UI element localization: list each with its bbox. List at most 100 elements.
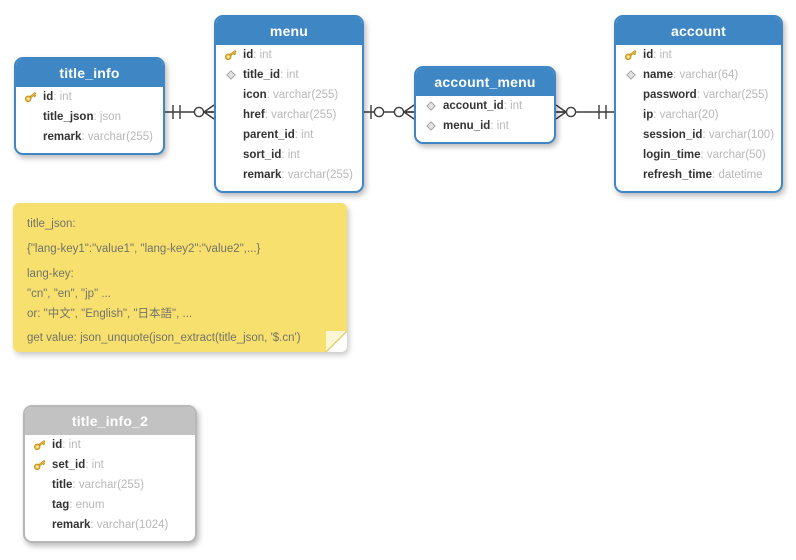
table-title-title_info[interactable]: title_info: [16, 59, 163, 87]
table-account[interactable]: accountidintnamevarchar(64)passwordvarch…: [614, 15, 783, 193]
relationship-title_info-menu[interactable]: [165, 104, 215, 120]
sticky-note[interactable]: title_json: {"lang-key1":"value1", "lang-…: [13, 203, 347, 352]
field-name: remark: [52, 519, 91, 531]
field-row-remark[interactable]: remarkvarchar(1024): [25, 515, 195, 535]
field-row-id[interactable]: idint: [25, 435, 195, 455]
table-field-list: idinttitle_idinticonvarchar(255)hrefvarc…: [216, 45, 362, 191]
field-type: int: [504, 100, 522, 112]
field-row-menu_id[interactable]: menu_idint: [416, 116, 554, 136]
index-icon-cell: [222, 70, 239, 80]
note-line: title_json:: [27, 218, 76, 230]
field-row-name[interactable]: namevarchar(64): [616, 65, 781, 85]
field-type: datetime: [712, 169, 762, 181]
index-icon-cell: [422, 121, 439, 131]
index-icon: [425, 101, 436, 111]
field-type: varchar(255): [267, 89, 338, 101]
index-icon-cell: [422, 101, 439, 111]
note-folded-corner-icon: [326, 331, 347, 352]
primary-key-icon: [625, 50, 637, 60]
primary-key-icon-cell: [31, 458, 48, 472]
field-row-refresh_time[interactable]: refresh_timedatetime: [616, 165, 781, 185]
field-row-sort_id[interactable]: sort_idint: [216, 145, 362, 165]
index-icon: [225, 70, 236, 80]
field-row-title_id[interactable]: title_idint: [216, 65, 362, 85]
table-title-account[interactable]: account: [616, 17, 781, 45]
field-row-href[interactable]: hrefvarchar(255): [216, 105, 362, 125]
field-type: int: [53, 91, 72, 103]
primary-key-icon-cell: [622, 48, 639, 62]
field-name: menu_id: [443, 120, 491, 132]
table-title-account_menu[interactable]: account_menu: [416, 68, 554, 96]
field-name: name: [643, 69, 674, 81]
index-icon: [625, 70, 636, 80]
field-name: id: [243, 49, 254, 61]
field-row-id[interactable]: idint: [216, 45, 362, 65]
table-menu[interactable]: menuidinttitle_idinticonvarchar(255)href…: [214, 15, 364, 193]
index-icon: [425, 121, 436, 131]
note-line: {"lang-key1":"value1", "lang-key2":"valu…: [27, 243, 261, 255]
field-row-title_json[interactable]: title_jsonjson: [16, 107, 163, 127]
field-type: varchar(255): [72, 479, 144, 491]
primary-key-icon: [225, 50, 237, 60]
field-name: id: [43, 91, 54, 103]
field-type: int: [280, 69, 298, 81]
note-line: lang-key:: [27, 268, 74, 280]
field-type: varchar(255): [697, 89, 768, 101]
field-row-remark[interactable]: remarkvarchar(255): [16, 127, 163, 147]
table-title-text: account_menu: [434, 74, 536, 90]
field-row-tag[interactable]: tagenum: [25, 495, 195, 515]
table-title_info_2[interactable]: title_info_2idintset_idinttitlevarchar(2…: [23, 405, 197, 543]
field-type: int: [62, 439, 81, 451]
field-type: varchar(50): [701, 149, 766, 161]
field-type: varchar(64): [673, 69, 738, 81]
field-row-set_id[interactable]: set_idint: [25, 455, 195, 475]
primary-key-icon: [25, 92, 37, 102]
field-name: href: [243, 109, 265, 121]
primary-key-icon-cell: [222, 48, 239, 62]
table-title-text: title_info: [59, 65, 120, 81]
field-name: ip: [643, 109, 654, 121]
index-icon-cell: [622, 70, 639, 80]
field-row-id[interactable]: idint: [616, 45, 781, 65]
primary-key-icon-cell: [31, 438, 48, 452]
table-field-list: idintnamevarchar(64)passwordvarchar(255)…: [616, 45, 781, 191]
note-line: get value: json_unquote(json_extract(tit…: [27, 332, 301, 344]
table-title_info[interactable]: title_infoidinttitle_jsonjsonremarkvarch…: [14, 57, 165, 155]
field-name: account_id: [443, 100, 504, 112]
field-row-id[interactable]: idint: [16, 87, 163, 107]
field-row-session_id[interactable]: session_idvarchar(100): [616, 125, 781, 145]
field-row-remark[interactable]: remarkvarchar(255): [216, 165, 362, 185]
field-row-password[interactable]: passwordvarchar(255): [616, 85, 781, 105]
field-name: icon: [243, 89, 267, 101]
field-type: varchar(255): [281, 169, 353, 181]
field-name: id: [52, 439, 63, 451]
field-name: remark: [243, 169, 282, 181]
field-row-title[interactable]: titlevarchar(255): [25, 475, 195, 495]
relationship-menu-account_menu[interactable]: [364, 104, 415, 120]
primary-key-icon-cell: [22, 90, 39, 104]
relationship-account_menu-account[interactable]: [555, 104, 614, 120]
field-type: int: [253, 49, 272, 61]
table-title-menu[interactable]: menu: [216, 17, 362, 45]
table-field-list: account_idintmenu_idint: [416, 96, 554, 142]
field-row-parent_id[interactable]: parent_idint: [216, 125, 362, 145]
field-name: title_id: [243, 69, 281, 81]
table-title-text: account: [670, 23, 727, 39]
table-title-title_info_2[interactable]: title_info_2: [25, 407, 195, 435]
field-name: session_id: [643, 129, 703, 141]
field-name: tag: [52, 499, 70, 511]
field-type: int: [490, 120, 509, 132]
field-type: varchar(255): [265, 109, 336, 121]
field-name: title: [52, 479, 73, 491]
primary-key-icon: [34, 440, 46, 450]
field-type: int: [281, 149, 300, 161]
field-row-account_id[interactable]: account_idint: [416, 96, 554, 116]
field-row-ip[interactable]: ipvarchar(20): [616, 105, 781, 125]
field-row-login_time[interactable]: login_timevarchar(50): [616, 145, 781, 165]
field-row-icon[interactable]: iconvarchar(255): [216, 85, 362, 105]
note-line: "cn", "en", "jp" ...: [27, 288, 111, 300]
table-title-text: menu: [269, 23, 309, 39]
field-type: json: [93, 111, 121, 123]
